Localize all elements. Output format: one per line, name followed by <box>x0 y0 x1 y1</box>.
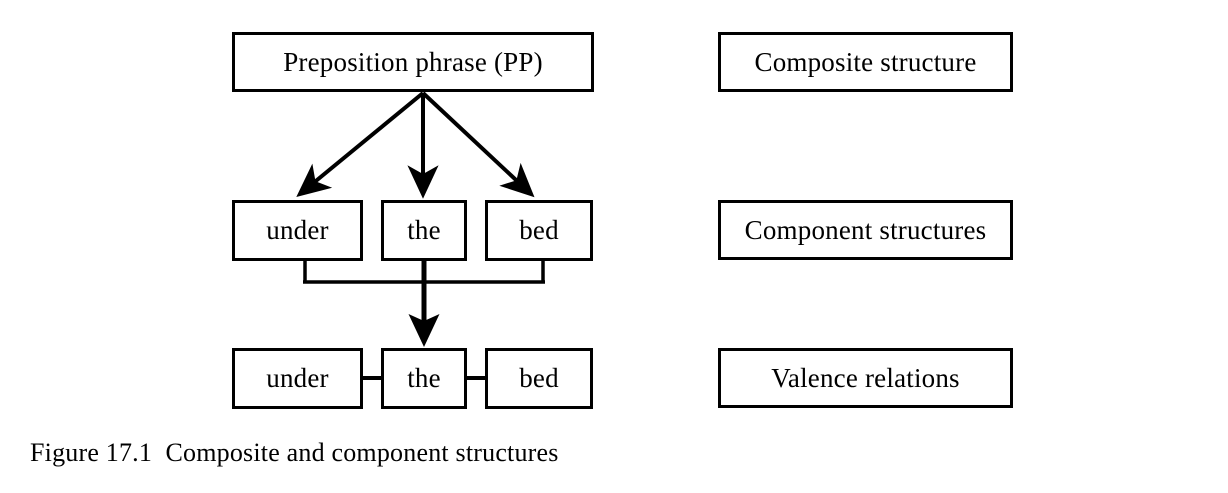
figure-caption: Figure 17.1 Composite and component stru… <box>30 438 559 467</box>
valence-label-under: under <box>266 363 329 393</box>
component-to-valence-bracket <box>303 261 545 348</box>
legend-box-component-structures: Component structures <box>718 200 1013 260</box>
valence-box-bed: bed <box>485 348 593 409</box>
valence-label-bed: bed <box>519 363 559 393</box>
legend-box-composite-structure: Composite structure <box>718 32 1013 92</box>
component-box-bed: bed <box>485 200 593 261</box>
component-box-under: under <box>232 200 363 261</box>
legend-box-valence-relations: Valence relations <box>718 348 1013 408</box>
component-label-bed: bed <box>519 215 559 245</box>
composite-structure-label: Preposition phrase (PP) <box>283 46 543 77</box>
valence-box-under: under <box>232 348 363 409</box>
composite-to-component-arrows <box>296 91 535 199</box>
legend-label-valence-relations: Valence relations <box>771 362 960 393</box>
valence-label-the: the <box>407 363 441 393</box>
component-label-under: under <box>266 215 329 245</box>
valence-box-the: the <box>381 348 467 409</box>
component-box-the: the <box>381 200 467 261</box>
legend-label-composite-structure: Composite structure <box>754 46 977 77</box>
legend-label-component-structures: Component structures <box>744 214 987 245</box>
component-label-the: the <box>407 215 441 245</box>
composite-structure-box: Preposition phrase (PP) <box>232 32 594 92</box>
